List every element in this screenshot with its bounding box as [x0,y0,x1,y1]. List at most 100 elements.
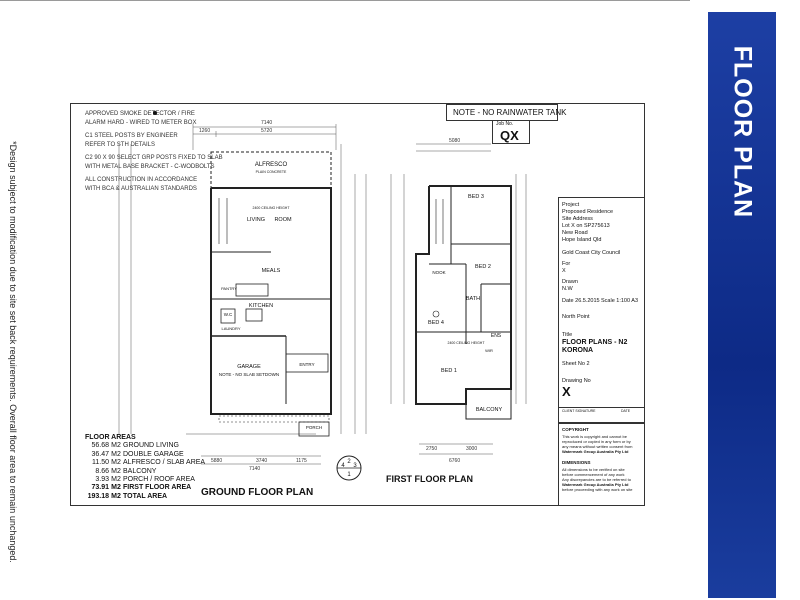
legend-line: REFER TO STH DETAILS [85,142,156,148]
signature-line [559,407,644,408]
legend-line: C2 90 X 90 SELECT GRP POSTS FIXED TO SLA… [85,155,223,161]
room-bed2: BED 2 [475,264,491,270]
project-label: Project [562,202,580,208]
floor-area-unit: M2 [111,476,121,484]
garage-note: NOTE - NO SLAB SETDOWN [219,372,279,377]
legend: APPROVED SMOKE DETECTOR / FIRE ALARM HAR… [85,110,223,194]
dim-ground-b2: 3740 [256,458,267,464]
banner-title: FLOOR PLAN [728,45,757,219]
legend-line: ALL CONSTRUCTION IN ACCORDANCE [85,177,198,183]
floor-area-value: 36.47 [91,450,109,458]
floor-area-label: GROUND LIVING [123,442,180,450]
dim-ground-bottom: 7140 [249,466,260,472]
room-balcony: BALCONY [476,407,503,413]
floor-area-value: 73.91 [91,484,109,492]
date: Date 26.5.2015 [562,298,600,304]
signature-date: DATE [621,409,631,413]
dim-first-bottom: 6760 [449,458,460,464]
copyright-line: This work is copyright and cannot be [562,434,627,439]
symbol-num: 3 [353,463,357,469]
room-laundry: LAUNDRY [221,326,240,331]
room-entry: ENTRY [299,362,314,367]
drawing-sheet: APPROVED SMOKE DETECTOR / FIRE ALARM HAR… [70,103,645,506]
first-floor-title: FIRST FLOOR PLAN [386,474,473,484]
room-meals: MEALS [262,268,281,274]
floor-area-label: DOUBLE GARAGE [123,450,184,458]
job-number-label: Job No. [496,121,514,127]
site-label: Site Address [562,216,593,222]
floor-area-value: 56.68 [91,442,109,450]
drawn-value: N.W [562,286,573,292]
council: Gold Coast City Council [562,250,621,256]
sheet-number: Sheet No 2 [562,361,590,367]
room-wc: W.C [224,312,233,317]
ground-floor-title: GROUND FLOOR PLAN [201,487,314,498]
ground-ceiling-note: 2400 CEILING HEIGHT [253,206,291,210]
title-line2: KORONA [562,347,594,354]
floor-area-unit: M2 [111,484,121,492]
dim-ground-sub2: 5720 [261,128,272,134]
dim-ground-b1: 5880 [211,458,222,464]
title-line1: FLOOR PLANS - N2 [562,339,628,346]
floor-area-label: ALFRESCO / SLAB AREA [123,459,206,467]
dim-ground-b3: 1175 [296,458,307,464]
legend-line: ALARM HARD - WIRED TO METER BOX [85,120,197,126]
floor-area-unit: M2 [111,450,121,458]
legend-line: C1 STEEL POSTS BY ENGINEER [85,133,178,139]
first-floor-walls [415,185,512,420]
project: Proposed Residence [562,209,614,215]
site-line: Lot X on SP275613 [562,223,610,229]
copyright-line: reproduced or copied in any form or by [562,439,631,444]
floor-area-label: FIRST FLOOR AREA [123,484,192,492]
floor-plans-drawing: 7140 1260 5720 7140 5880 3740 1175 5080 … [118,120,527,472]
scale: Scale 1:100 A3 [601,298,639,304]
room-pantry: PANTRY [221,286,237,291]
room-living: LIVING [247,217,265,223]
floor-area-value: 11.50 [92,459,109,467]
symbol-num: 4 [341,463,345,469]
symbol-num: 1 [347,472,351,478]
floor-area-value: 3.93 [95,476,109,484]
room-alfresco: ALFRESCO [255,162,288,168]
room-porch: PORCH [306,425,322,430]
ground-floor-walls [210,151,332,437]
floor-area-value: 8.66 [95,467,109,475]
floor-areas-heading: FLOOR AREAS [85,434,136,441]
room-ens: ENS [491,333,502,339]
dimensions-line: All dimensions to be verified on site [562,467,625,472]
design-disclaimer: *Design subject to modification due to s… [3,122,23,582]
job-number-box: Job No. QX [492,120,530,144]
floor-plan-banner: FLOOR PLAN [708,12,776,598]
symbol-num: 2 [347,459,351,465]
dimensions-line: before proceeding with any work on site [562,487,633,492]
copyright-block: COPYRIGHT This work is copyright and can… [558,423,645,506]
site-line: New Road [562,230,588,236]
floor-area-value: 193.18 [87,492,109,500]
room-wir: WIR [485,348,493,353]
room-room: ROOM [274,217,292,223]
room-bed3: BED 3 [468,194,484,200]
room-alfresco-sub: PLAIN CONCRETE [256,170,287,174]
dimensions-line: Any discrepancies are to be referred to [562,477,631,482]
dim-ground-sub1: 1260 [199,128,210,134]
drawn-label: Drawn [562,279,578,285]
drawing-no: X [562,384,571,399]
rainwater-note: NOTE - NO RAINWATER TANK [453,108,567,117]
floor-area-label: TOTAL AREA [123,492,168,500]
section-symbol: 2 4 3 1 [336,455,362,481]
site-line: Hope Island Qld [562,237,602,243]
dim-first-b1: 2750 [426,446,437,452]
room-kitchen: KITCHEN [249,303,273,309]
dimensions-line: before commencement of any work [562,472,625,477]
room-bath: BATH [466,296,480,302]
for-label: For [562,261,571,267]
dim-first-top: 5080 [449,138,460,144]
